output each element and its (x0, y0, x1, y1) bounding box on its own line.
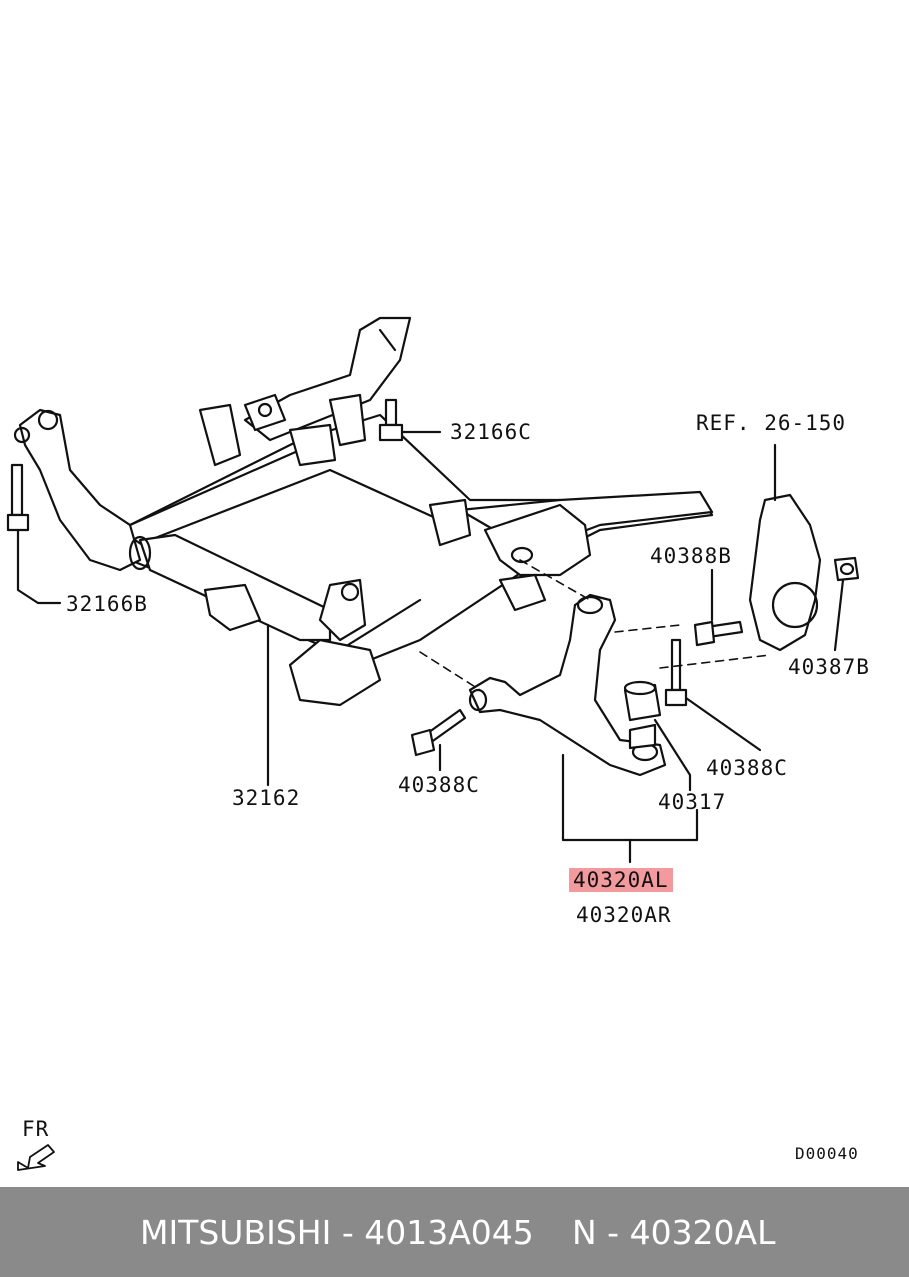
callout-32166c: 32166C (450, 420, 532, 444)
callout-32162: 32162 (232, 786, 301, 810)
lower-control-arm (468, 593, 667, 777)
knuckle-ref (748, 443, 822, 652)
callout-40388b: 40388B (650, 544, 732, 568)
callout-ref: REF. 26-150 (696, 411, 847, 435)
footer-part-info: MITSUBISHI - 4013A045 (140, 1213, 534, 1252)
callout-40320al-highlighted: 40320AL (569, 868, 673, 892)
bolt-32166c (378, 398, 442, 442)
alignment-lines (419, 559, 771, 691)
footer-oem-number: N - 40320AL (572, 1213, 776, 1252)
direction-label: FR (22, 1117, 50, 1141)
callout-40320ar: 40320AR (576, 903, 672, 927)
parts-diagram (6, 316, 860, 1171)
front-arrow-icon (17, 1144, 55, 1171)
nut-40387b (833, 556, 860, 652)
callout-40388c-left: 40388C (398, 773, 480, 797)
bolt-40388b (693, 568, 744, 647)
callout-40387b: 40387B (788, 655, 870, 679)
callout-40388c-right: 40388C (706, 756, 788, 780)
crossmember-frame (13, 316, 714, 707)
bolt-32166b (6, 463, 62, 605)
figure-code: D00040 (795, 1144, 859, 1163)
bushing-40317 (623, 680, 692, 792)
callout-32166b: 32166B (66, 592, 148, 616)
footer-bar: MITSUBISHI - 4013A045 N - 40320AL (0, 1187, 909, 1277)
bolt-40388c-left (410, 708, 467, 772)
bolt-40388c-right (664, 638, 762, 752)
callout-40317: 40317 (658, 790, 727, 814)
